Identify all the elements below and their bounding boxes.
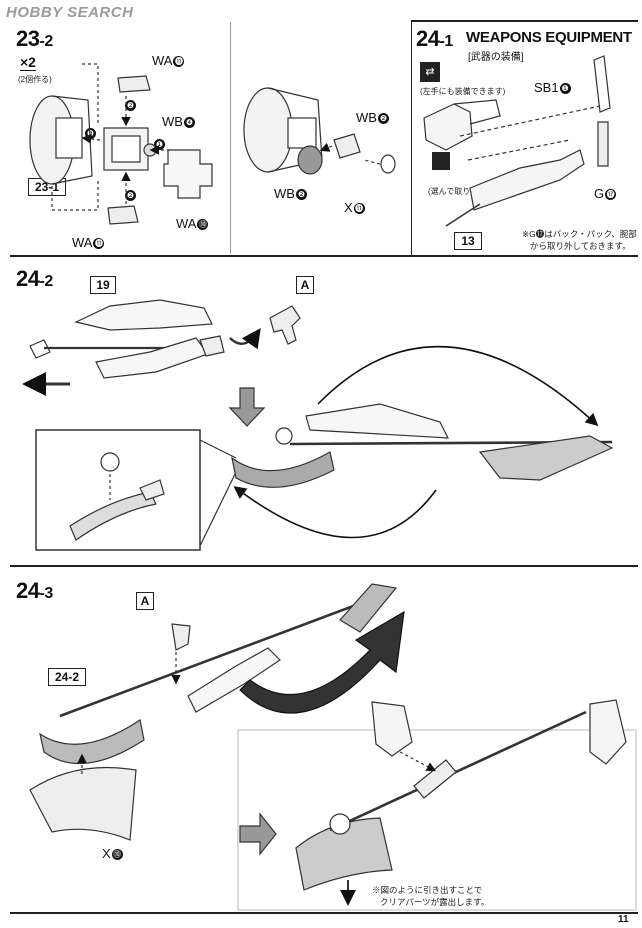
step-24-2-title: 24-2	[16, 266, 53, 291]
ref-box-13: 13	[454, 232, 482, 250]
choose-attach-icon	[432, 152, 450, 170]
s24-3-footnote-2: クリアパーツが露出します。	[380, 897, 490, 907]
order-marker-2-bottom: ❷	[125, 190, 136, 202]
order-marker-3: ❸	[85, 128, 96, 140]
step-24-1-title: 24-1	[416, 26, 453, 51]
watermark-logo: HOBBY SEARCH	[6, 4, 134, 21]
s24-1-frame-top	[411, 20, 638, 22]
middle-divider	[10, 565, 638, 567]
choose-attach-note: (選んで取り付ける)	[428, 187, 497, 196]
weapons-equipment-subheading: [武器の装備]	[468, 52, 524, 63]
assembled-beam-axe-drawing	[231, 403, 614, 488]
sword-hilt-drawing	[445, 149, 585, 227]
s23-2-inner-divider	[230, 22, 231, 254]
beam-staff-parts-drawing	[29, 299, 225, 379]
top-divider	[10, 255, 638, 257]
wb2-cap-drawing	[333, 133, 396, 174]
s24-1-footnote-2: から取り外しておきます。	[530, 241, 631, 251]
multiplier-badge: ×2	[20, 54, 36, 71]
beam-axe-pulled-clear-part-drawing	[295, 710, 587, 891]
beam-axe-with-clear-part-drawing	[29, 583, 398, 841]
wa11-top-drawing	[117, 75, 151, 93]
s24-3-footnote-1: ※図のように引き出すことで	[372, 885, 483, 895]
mobile-suit-arm-drawing	[371, 699, 627, 765]
left-hand-note: (左手にも装備できます)	[420, 87, 506, 96]
order-marker-2-top: ❷	[125, 100, 136, 112]
detail-inset-box	[35, 429, 201, 551]
order-marker-1: ❶	[154, 139, 165, 151]
part-a-drawing	[269, 305, 301, 345]
sb1-rod-drawing	[593, 55, 611, 167]
weapons-equipment-heading: WEAPONS EQUIPMENT	[466, 29, 632, 46]
s24-1-frame-left	[411, 20, 412, 256]
step-24-3-title: 24-3	[16, 578, 53, 603]
wb4-block-drawing	[103, 127, 157, 171]
hand-drawing	[423, 99, 501, 151]
ref-box-a-24-2: A	[296, 276, 314, 294]
page-number: 11	[618, 914, 629, 925]
ref-box-a-24-3: A	[136, 592, 154, 610]
wa10-drawing	[163, 149, 213, 199]
swap-hand-icon: ⇄	[420, 62, 440, 82]
ref-box-19: 19	[90, 276, 116, 294]
inset-detail-drawing	[69, 452, 165, 541]
step-23-2-title: 23-2	[16, 26, 53, 51]
wa11-bottom-drawing	[107, 205, 139, 225]
ref-box-24-2: 24-2	[48, 668, 86, 686]
s24-1-footnote-1: ※G⓱はバック・パック、腕部	[522, 229, 637, 239]
bottom-divider	[10, 912, 638, 914]
s24-3-detail-frame	[237, 729, 637, 911]
shoulder-part-drawing	[29, 95, 93, 185]
forearm-cylinder-drawing	[243, 87, 323, 175]
multiplier-note: (2個作る)	[18, 75, 52, 84]
